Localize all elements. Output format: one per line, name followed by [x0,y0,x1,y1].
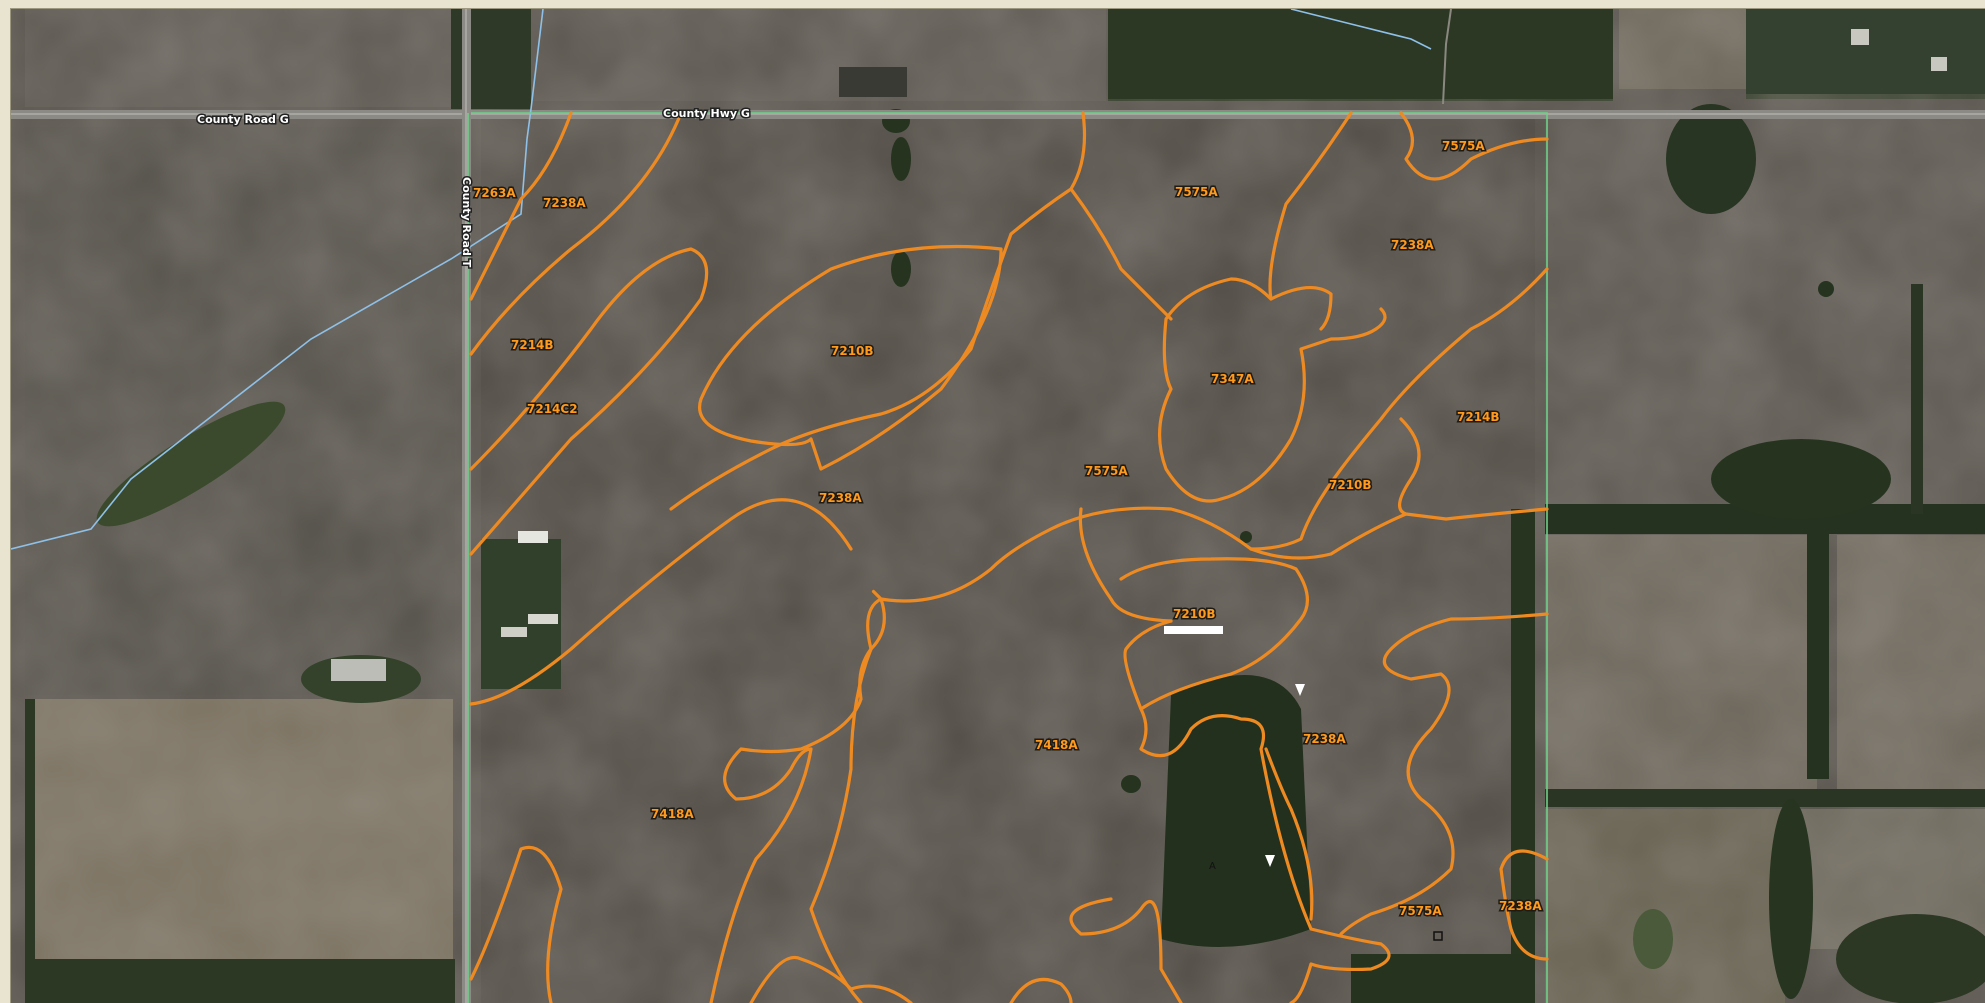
soil-label[interactable]: 7210B [1172,606,1218,623]
tree-cover [25,9,1985,1003]
soil-label[interactable]: 7214C2 [526,401,580,418]
spot-symbol-icon: A [1209,861,1216,872]
map-view[interactable]: A County Road G County Hwy G County Road… [10,8,1985,1003]
soil-label[interactable]: 7575A [1084,463,1130,480]
triangle-marker-icon [1265,855,1275,867]
road-label-county-road-g: County Road G [197,113,289,126]
parcel-boundary [467,112,1548,1003]
soil-label[interactable]: 7575A [1441,138,1487,155]
triangle-marker-icon [1295,684,1305,696]
road-label-county-road-t: County Road T [460,177,473,268]
soil-label[interactable]: 7238A [1498,898,1544,915]
road-labels: County Road G County Hwy G County Road T [196,106,752,270]
aerial-soil-map[interactable]: A County Road G County Hwy G County Road… [11,9,1985,1003]
soil-label[interactable]: 7347A [1210,371,1256,388]
spot-symbol-icon [1433,931,1443,941]
map-symbols: A [1164,626,1443,941]
soil-label[interactable]: 7575A [1174,184,1220,201]
streams [11,9,1432,550]
soil-label[interactable]: 7263A [472,185,518,202]
soil-label[interactable]: 7238A [1302,731,1348,748]
soil-label[interactable]: 7210B [1328,477,1374,494]
soil-label[interactable]: 7575A [1398,903,1444,920]
soil-label[interactable]: 7418A [1034,737,1080,754]
roads [11,9,1985,1003]
soil-label[interactable]: 7238A [1390,237,1436,254]
soil-label[interactable]: 7214B [1456,409,1502,426]
soil-label[interactable]: 7238A [542,195,588,212]
farmsteads [331,29,1947,681]
soil-label[interactable]: 7238A [818,490,864,507]
scale-bar [1164,626,1223,634]
road-label-county-hwy-g: County Hwy G [663,107,750,120]
soil-label[interactable]: 7214B [510,337,556,354]
soil-label[interactable]: 7418A [650,806,696,823]
soil-boundaries [469,111,1549,1003]
soil-labels: 7263A 7238A 7214B 7214C2 7210B 7238A 757… [472,138,1544,920]
soil-label[interactable]: 7210B [830,343,876,360]
